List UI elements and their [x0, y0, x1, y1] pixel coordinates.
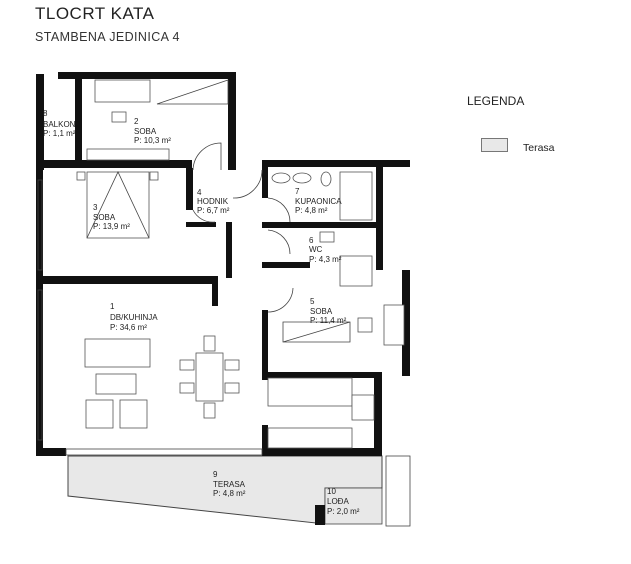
- legend-swatch-terasa: [481, 138, 508, 152]
- furniture: [76, 79, 405, 449]
- svg-text:P: 4,8 m²: P: 4,8 m²: [295, 206, 328, 215]
- legend-label-terasa: Terasa: [523, 142, 555, 154]
- svg-text:2: 2: [134, 117, 139, 126]
- svg-text:P: 13,9 m²: P: 13,9 m²: [93, 222, 130, 231]
- svg-text:P: 2,0 m²: P: 2,0 m²: [327, 507, 360, 516]
- svg-text:1: 1: [110, 302, 115, 311]
- legend-title: LEGENDA: [467, 94, 525, 108]
- doors: [192, 142, 294, 313]
- svg-text:5: 5: [310, 297, 315, 306]
- svg-text:KUPAONICA: KUPAONICA: [295, 197, 342, 206]
- svg-text:BALKON: BALKON: [43, 120, 76, 129]
- svg-text:P: 11,4 m²: P: 11,4 m²: [310, 316, 347, 325]
- svg-text:3: 3: [93, 203, 98, 212]
- svg-text:P: 4,8 m²: P: 4,8 m²: [213, 489, 246, 498]
- svg-text:P: 6,7 m²: P: 6,7 m²: [197, 206, 230, 215]
- svg-text:WC: WC: [309, 245, 323, 254]
- svg-text:7: 7: [295, 187, 300, 196]
- svg-text:SOBA: SOBA: [134, 127, 157, 136]
- svg-text:SOBA: SOBA: [310, 307, 333, 316]
- svg-text:DB/KUHINJA: DB/KUHINJA: [110, 313, 158, 322]
- svg-text:9: 9: [213, 470, 218, 479]
- svg-text:4: 4: [197, 188, 202, 197]
- plan-subtitle: STAMBENA JEDINICA 4: [35, 30, 180, 44]
- walls: [36, 72, 410, 456]
- svg-text:10: 10: [327, 487, 336, 496]
- loggia-area: [324, 487, 383, 525]
- svg-text:LOĐA: LOĐA: [327, 497, 349, 506]
- svg-text:6: 6: [309, 236, 314, 245]
- svg-text:HODNIK: HODNIK: [197, 197, 229, 206]
- svg-text:P: 10,3 m²: P: 10,3 m²: [134, 136, 171, 145]
- svg-text:8: 8: [43, 109, 48, 118]
- svg-text:P: 1,1 m²: P: 1,1 m²: [43, 129, 76, 138]
- plan-title: TLOCRT KATA: [35, 4, 155, 23]
- svg-text:SOBA: SOBA: [93, 213, 116, 222]
- svg-text:P: 4,3 m²: P: 4,3 m²: [309, 255, 342, 264]
- svg-text:P: 34,6 m²: P: 34,6 m²: [110, 323, 147, 332]
- svg-text:TERASA: TERASA: [213, 480, 246, 489]
